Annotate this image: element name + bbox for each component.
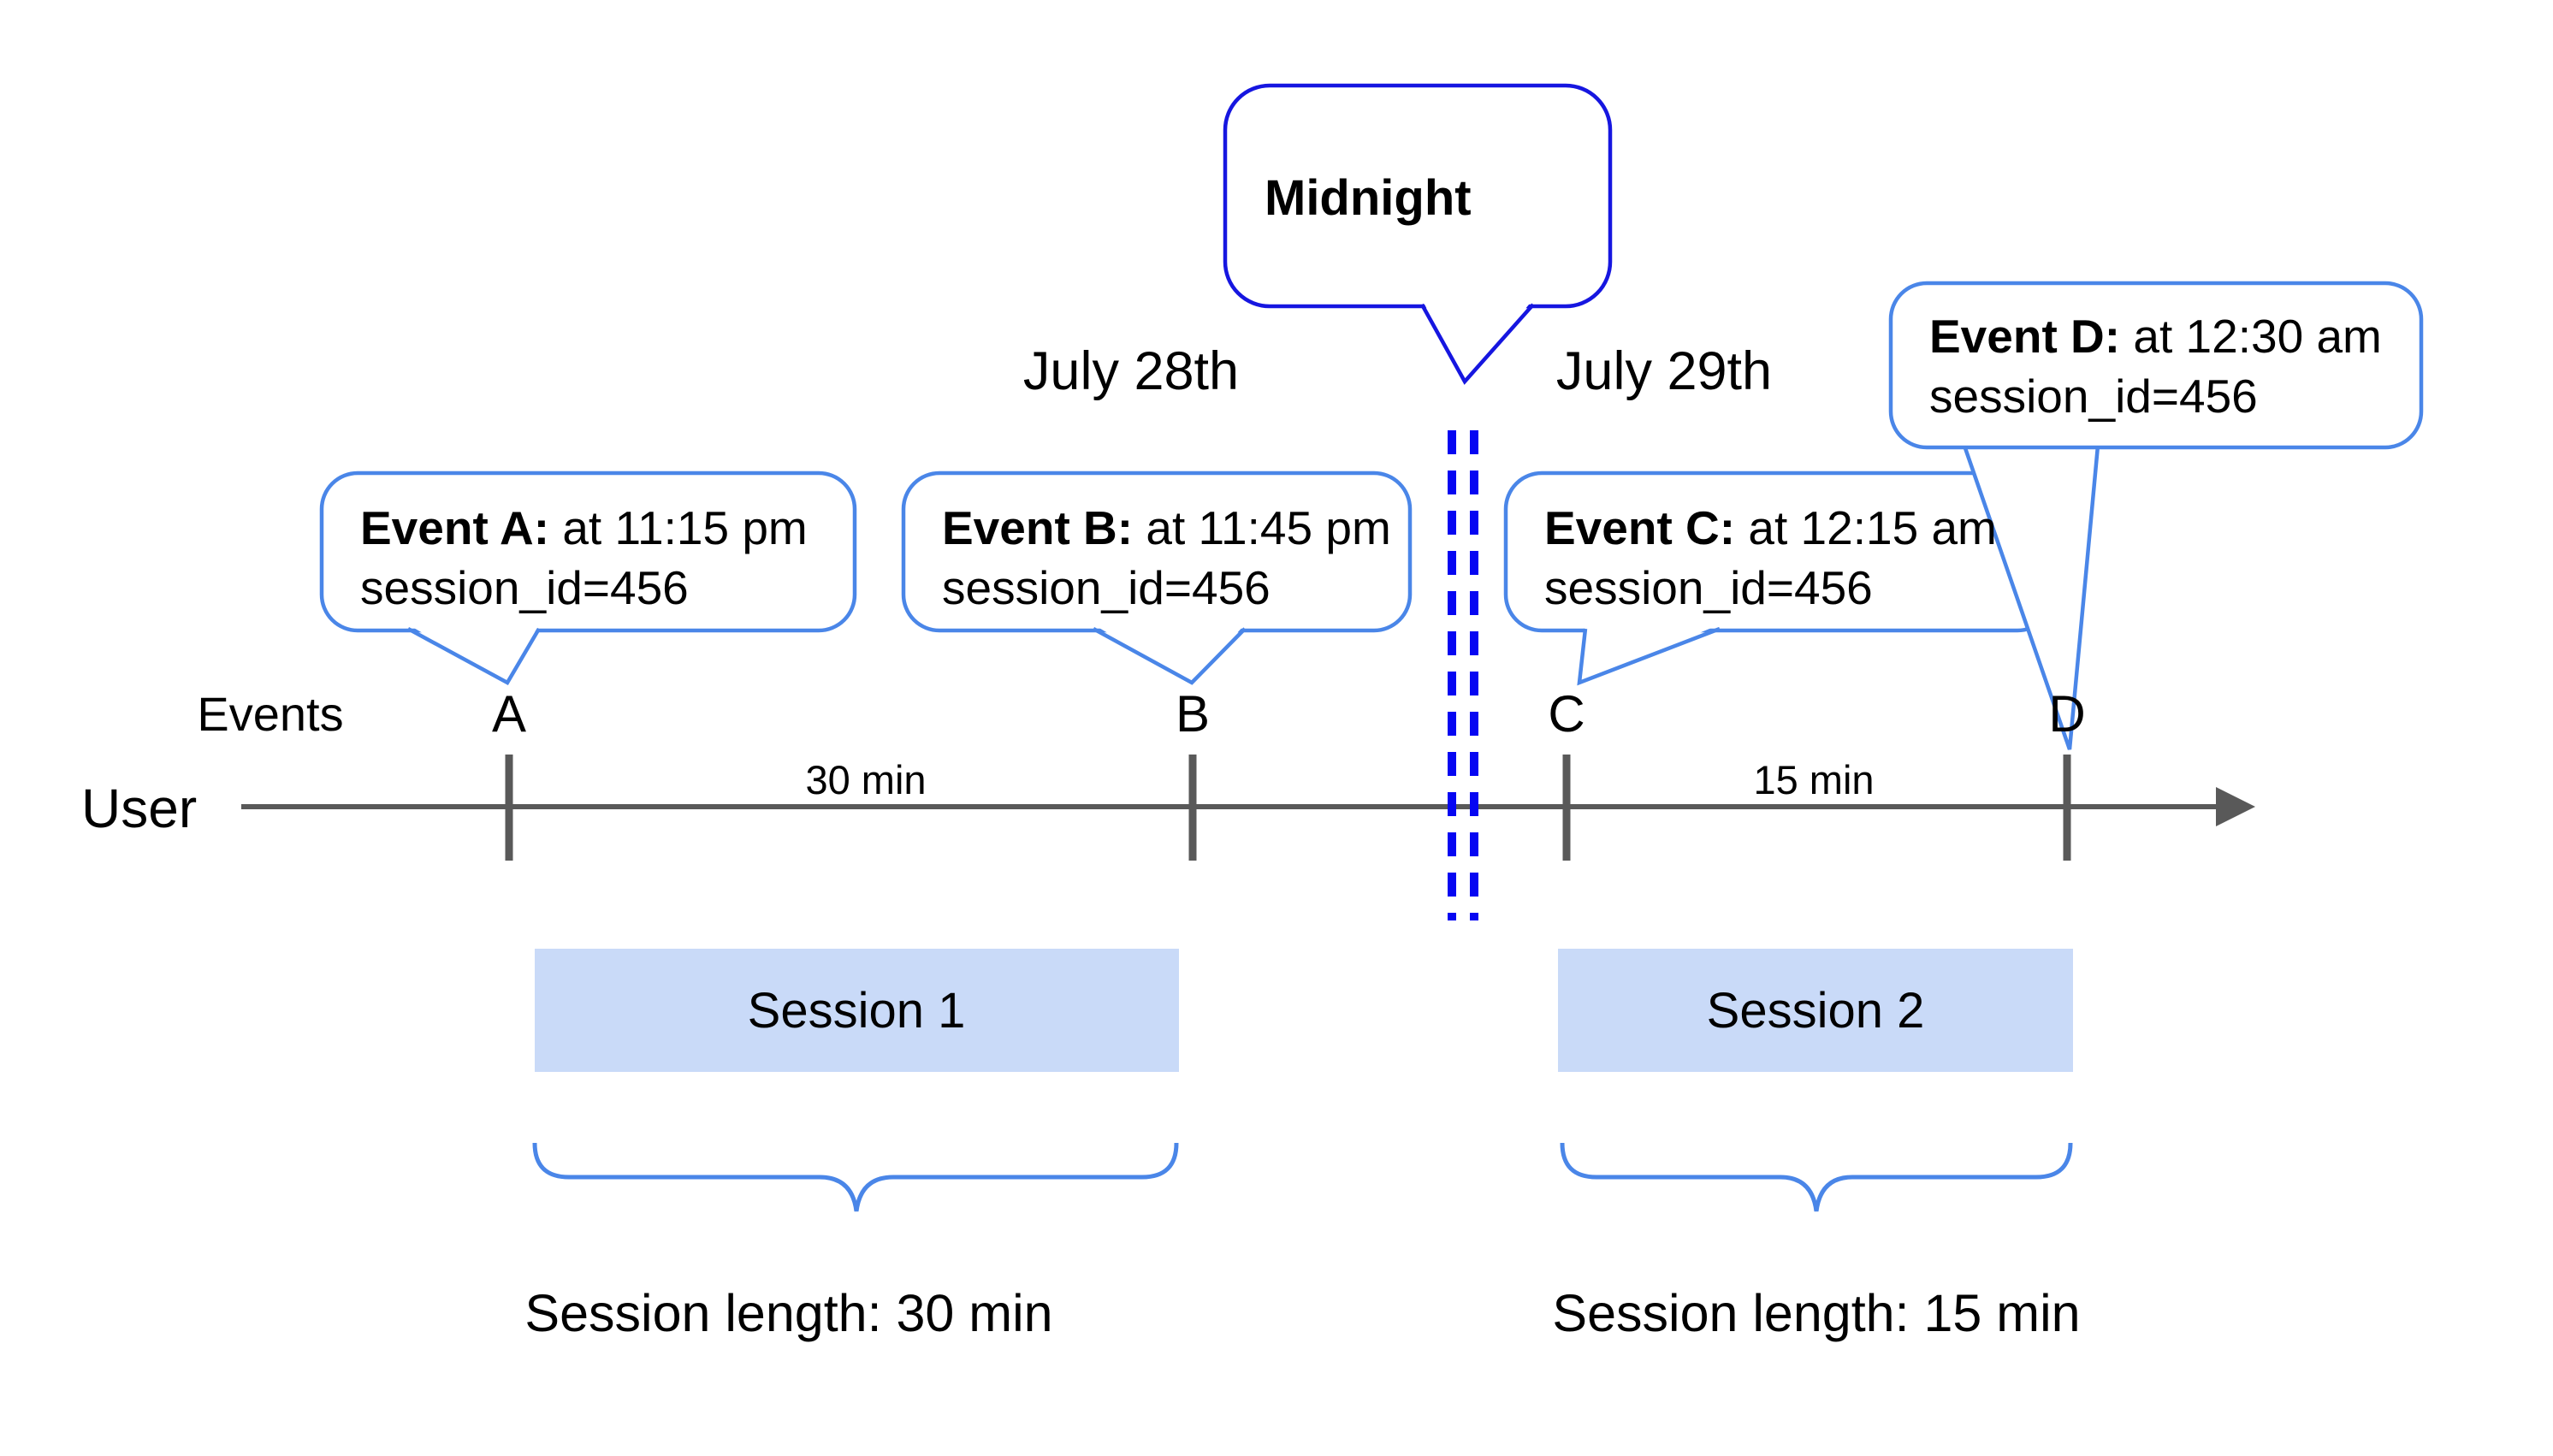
events-axis-label: Events xyxy=(197,687,344,741)
event-d-callout-bubble xyxy=(1888,281,2424,450)
tick-letter-d: D xyxy=(2048,685,2086,743)
midnight-callout-tail-fill xyxy=(1422,299,1533,382)
session-1-brace xyxy=(532,1142,1179,1212)
date-label-july-29: July 29th xyxy=(1555,341,1773,401)
user-axis-label: User xyxy=(81,778,198,839)
session-2-box xyxy=(1558,949,2073,1072)
event-a-callout-tail xyxy=(406,627,541,686)
event-c-callout-text: Event C: at 12:15 am session_id=456 xyxy=(1544,498,1997,618)
session-1-label: Session 1 xyxy=(747,983,966,1039)
session-1-length-label: Session length: 30 min xyxy=(524,1284,1053,1342)
session-2-label: Session 2 xyxy=(1706,983,1925,1039)
event-d-line2: session_id=456 xyxy=(1929,370,2258,423)
session-2-brace xyxy=(1560,1142,2073,1212)
event-d-callout-tail xyxy=(1962,445,2100,750)
midnight-callout-bubble xyxy=(1223,83,1613,309)
event-b-callout-text: Event B: at 11:45 pm session_id=456 xyxy=(942,498,1391,618)
event-a-callout-tail-fill xyxy=(408,624,539,683)
event-a-line1: Event A: at 11:15 pm xyxy=(360,501,808,554)
event-d-callout-text: Event D: at 12:30 am session_id=456 xyxy=(1929,306,2382,426)
timeline-arrowhead xyxy=(2216,787,2255,826)
event-b-line2: session_id=456 xyxy=(942,561,1271,614)
event-a-callout-bubble xyxy=(319,471,857,633)
midnight-label: Midnight xyxy=(1265,170,1472,226)
event-c-line1: Event C: at 12:15 am xyxy=(1544,501,1997,554)
tick-letter-b: B xyxy=(1175,685,1211,743)
event-b-line1: Event B: at 11:45 pm xyxy=(942,501,1391,554)
event-a-line2: session_id=456 xyxy=(360,561,689,614)
event-b-callout-tail-fill xyxy=(1093,624,1245,683)
session-1-box xyxy=(535,949,1179,1072)
event-b-callout-tail xyxy=(1092,627,1247,685)
midnight-callout-tail xyxy=(1420,303,1535,385)
interval-label-15min: 15 min xyxy=(1753,757,1875,802)
event-a-callout-text: Event A: at 11:15 pm session_id=456 xyxy=(360,498,808,618)
event-c-callout-tail xyxy=(1577,626,1721,686)
tick-letter-a: A xyxy=(491,685,527,743)
interval-label-30min: 30 min xyxy=(805,757,927,802)
event-d-line1: Event D: at 12:30 am xyxy=(1929,310,2382,363)
event-c-line2: session_id=456 xyxy=(1544,561,1873,614)
session-2-length-label: Session length: 15 min xyxy=(1552,1284,2081,1342)
tick-letter-c: C xyxy=(1548,685,1585,743)
date-label-july-28: July 28th xyxy=(1022,341,1240,401)
event-d-callout-tail-fill xyxy=(1964,441,2098,749)
